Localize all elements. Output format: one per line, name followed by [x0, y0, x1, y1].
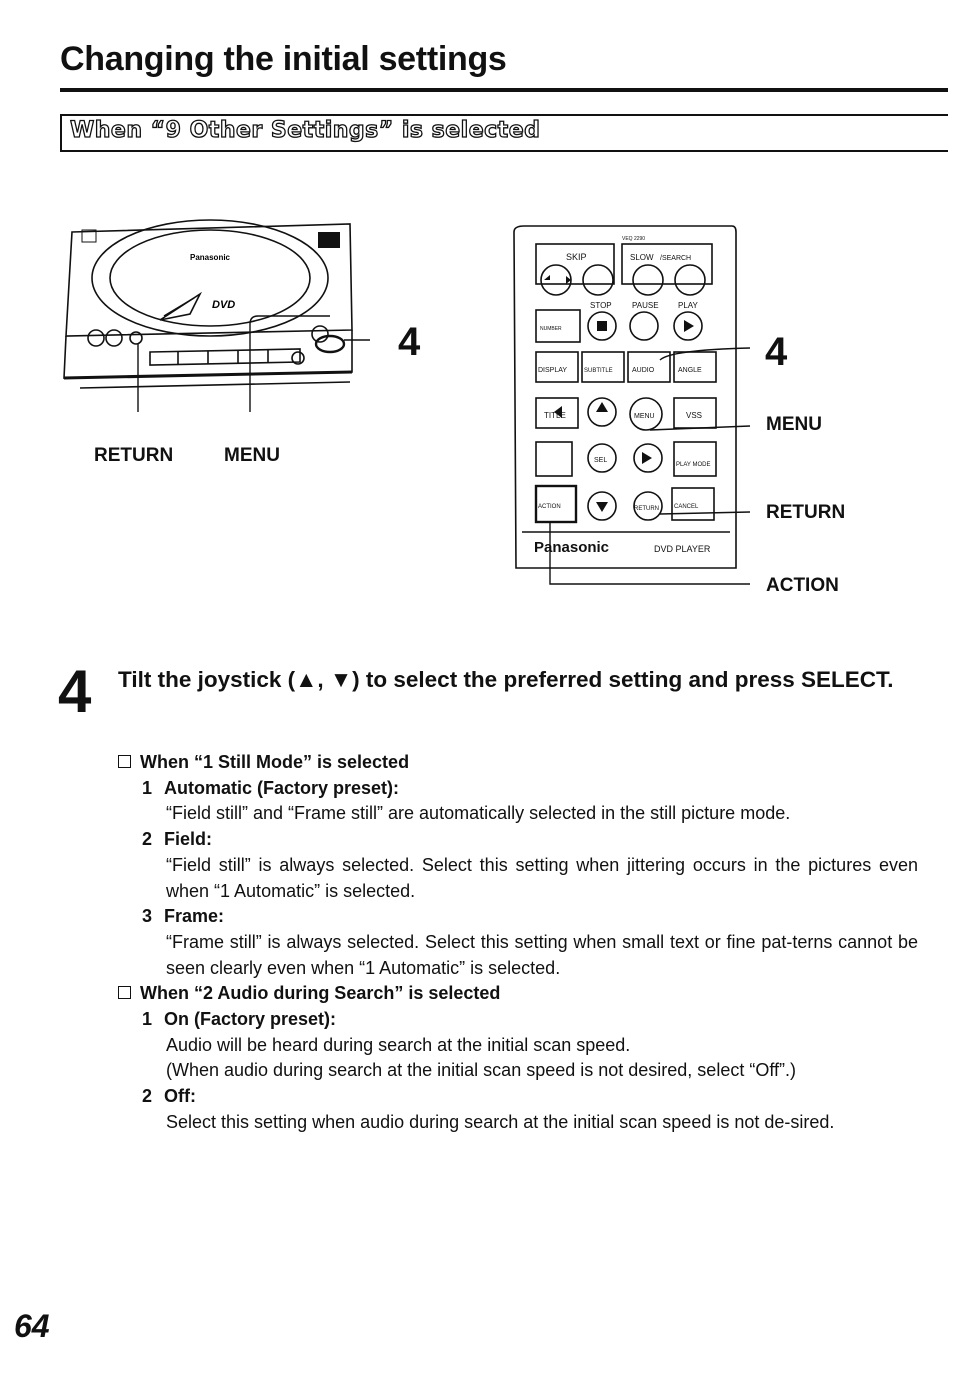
player-dvd-logo: DVD [212, 299, 235, 311]
dvd-player-illustration: Panasonic DVD [63, 219, 370, 412]
square-bullet-icon [118, 755, 131, 768]
remote-angle-label: ANGLE [678, 367, 702, 374]
player-label-menu: MENU [224, 445, 280, 466]
still-mode-option-3-desc: “Frame still” is always selected. Select… [166, 931, 918, 978]
section-heading: When “9 Other Settings” is selected [69, 117, 541, 143]
audio-search-option-1-note: (When audio during search at the initial… [166, 1060, 796, 1081]
remote-label-return: RETURN [766, 502, 846, 523]
remote-cancel-label: CANCEL [674, 504, 699, 510]
remote-sel-label: SEL [594, 457, 607, 464]
remote-subtitle-label: SUBTITLE [584, 368, 613, 374]
remote-label-action: ACTION [766, 575, 839, 596]
page-number: 64 [14, 1308, 50, 1344]
remote-title-label: TITLE [544, 411, 566, 420]
remote-action-label: ACTION [538, 504, 561, 510]
remote-return-label: RETURN [634, 506, 659, 512]
remote-menu-label: MENU [634, 413, 655, 420]
section-rule [60, 150, 948, 152]
audio-search-option-2-desc: Select this setting when audio during se… [166, 1111, 835, 1132]
remote-control-illustration: VEQ 2290 SKIP SLOW /SEARCH STOP PAUSE PL… [513, 225, 751, 585]
player-callout-number: 4 [398, 320, 421, 364]
player-brand-text: Panasonic [190, 253, 231, 262]
player-label-return: RETURN [94, 445, 174, 466]
audio-search-heading: When “2 Audio during Search” is selected [118, 981, 918, 1007]
still-mode-heading: When “1 Still Mode” is selected [118, 750, 918, 776]
remote-brand-text: Panasonic [534, 539, 609, 556]
remote-stop-label: STOP [590, 301, 612, 310]
section-heading-box: When “9 Other Settings” is selected [60, 114, 948, 152]
remote-slow-label: SLOW [630, 253, 654, 262]
remote-search-label: /SEARCH [660, 255, 691, 262]
remote-label-menu: MENU [766, 414, 822, 435]
remote-playmode-label: PLAY MODE [676, 462, 710, 468]
still-mode-option-2-desc: “Field still” is always selected. Select… [166, 854, 918, 901]
page-title: Changing the initial settings [60, 40, 507, 78]
step-number: 4 [58, 658, 92, 725]
remote-audio-label: AUDIO [632, 367, 655, 374]
remote-callout-number: 4 [765, 330, 788, 374]
remote-number-label: NUMBER [540, 326, 562, 332]
remote-product-text: DVD PLAYER [654, 544, 711, 554]
audio-search-option-1-desc: Audio will be heard during search at the… [166, 1034, 631, 1055]
square-bullet-icon [118, 986, 131, 1000]
remote-pause-label: PAUSE [632, 301, 659, 310]
remote-model-text: VEQ 2290 [622, 236, 645, 242]
title-rule [60, 88, 948, 92]
remote-display-label: DISPLAY [538, 367, 567, 374]
remote-vss-label: VSS [686, 411, 702, 420]
remote-play-label: PLAY [678, 301, 699, 310]
still-mode-option-1-desc: “Field still” and “Frame still” are auto… [166, 803, 791, 824]
step-instruction: Tilt the joystick (▲, ▼) to select the p… [118, 667, 894, 692]
remote-skip-label: SKIP [566, 252, 587, 262]
